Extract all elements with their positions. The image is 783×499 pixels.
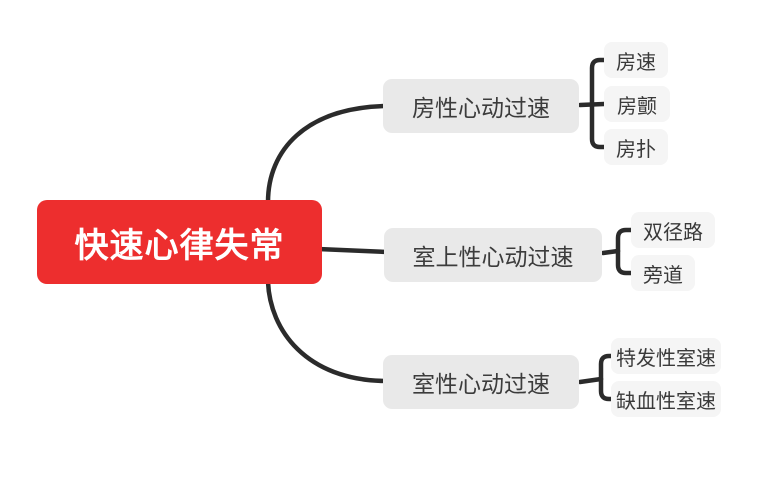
leaf-node-atrial-tachy[interactable]: 房速 xyxy=(604,42,668,78)
edge-branch3-bracket xyxy=(598,353,614,402)
edge-branch3-stub xyxy=(577,376,604,385)
leaf-node-accessory-pathway[interactable]: 旁道 xyxy=(631,255,695,291)
edge-branch2-bracket xyxy=(615,227,634,276)
branch-node-atrial-tachycardia[interactable]: 房性心动过速 xyxy=(383,79,579,133)
edge-branch1-stub xyxy=(577,101,607,108)
branch-node-supraventricular-tachycardia[interactable]: 室上性心动过速 xyxy=(384,228,602,282)
edge-root-branch2 xyxy=(315,246,390,255)
edge-branch1-bracket xyxy=(589,57,607,150)
leaf-node-idiopathic-vt[interactable]: 特发性室速 xyxy=(611,338,721,374)
leaf-node-atrial-flutter[interactable]: 房扑 xyxy=(604,129,668,165)
branch-node-ventricular-tachycardia[interactable]: 室性心动过速 xyxy=(383,355,579,409)
edge-branch2-stub xyxy=(600,248,621,256)
root-node[interactable]: 快速心律失常 xyxy=(37,200,322,284)
leaf-node-atrial-fibrillation[interactable]: 房颤 xyxy=(604,86,670,122)
leaf-node-ischemic-vt[interactable]: 缺血性室速 xyxy=(611,381,721,417)
edge-root-branch1 xyxy=(265,103,388,205)
edge-root-branch3 xyxy=(265,279,388,384)
leaf-node-dual-pathway[interactable]: 双径路 xyxy=(631,212,715,248)
